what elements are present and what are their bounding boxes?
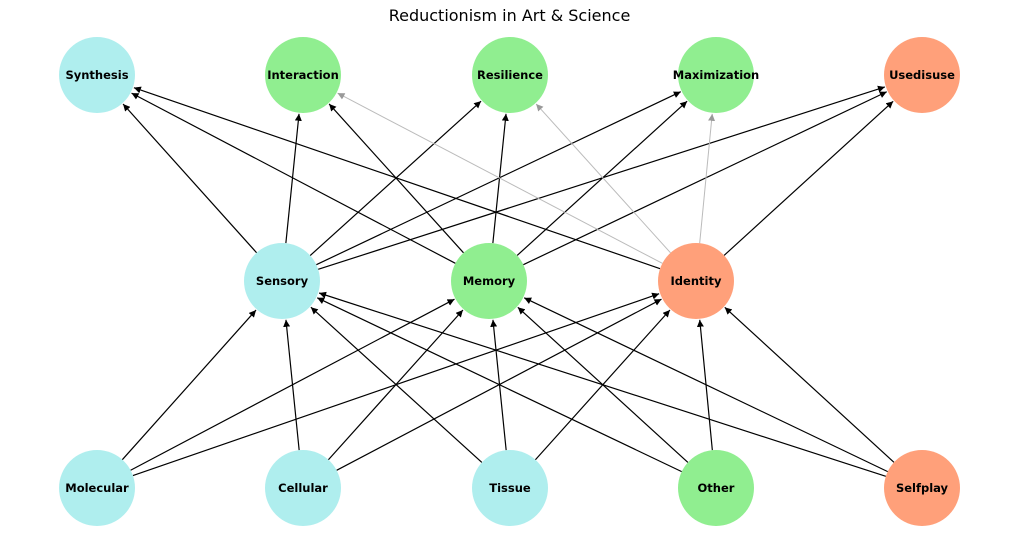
node-maximization: Maximization [673, 37, 759, 113]
edge-memory-to-usedisuse [523, 91, 888, 266]
edge-identity-to-usedisuse [723, 100, 894, 256]
node-label-sensory: Sensory [256, 274, 309, 288]
edge-other-to-sensory [316, 297, 682, 473]
node-molecular: Molecular [59, 450, 135, 526]
edge-molecular-to-sensory [121, 309, 257, 461]
node-circle-usedisuse [884, 37, 960, 113]
node-label-tissue: Tissue [489, 481, 531, 495]
edge-identity-to-maximization [699, 113, 716, 244]
node-label-resilience: Resilience [477, 68, 543, 82]
node-label-maximization: Maximization [673, 68, 759, 82]
edge-sensory-to-interaction [285, 113, 302, 244]
node-sensory: Sensory [244, 243, 320, 319]
node-label-identity: Identity [671, 274, 722, 288]
edge-identity-to-interaction [337, 92, 663, 264]
node-selfplay: Selfplay [884, 450, 960, 526]
node-label-synthesis: Synthesis [65, 68, 128, 82]
node-resilience: Resilience [472, 37, 548, 113]
edge-memory-to-synthesis [131, 92, 456, 264]
node-circle-tissue [472, 450, 548, 526]
edge-selfplay-to-identity [724, 306, 895, 463]
node-label-usedisuse: Usedisuse [889, 68, 955, 82]
edge-selfplay-to-sensory [318, 291, 887, 477]
node-label-memory: Memory [463, 274, 516, 288]
node-cellular: Cellular [265, 450, 341, 526]
edges-layer [121, 85, 895, 477]
nodes-layer: Synthesis Interaction Resilience Maximizati… [59, 37, 960, 526]
node-synthesis: Synthesis [59, 37, 135, 113]
node-circle-memory [451, 243, 527, 319]
edge-identity-to-resilience [535, 103, 671, 254]
edge-identity-to-synthesis [133, 86, 661, 270]
node-circle-selfplay [884, 450, 960, 526]
node-tissue: Tissue [472, 450, 548, 526]
edge-sensory-to-synthesis [122, 103, 258, 254]
node-label-interaction: Interaction [267, 68, 339, 82]
node-circle-cellular [265, 450, 341, 526]
node-label-selfplay: Selfplay [896, 481, 949, 495]
node-interaction: Interaction [265, 37, 341, 113]
node-circle-sensory [244, 243, 320, 319]
node-circle-identity [658, 243, 734, 319]
node-identity: Identity [658, 243, 734, 319]
node-circle-interaction [265, 37, 341, 113]
node-usedisuse: Usedisuse [884, 37, 960, 113]
node-circle-molecular [59, 450, 135, 526]
node-label-cellular: Cellular [278, 481, 328, 495]
edge-tissue-to-sensory [310, 306, 483, 463]
node-circle-resilience [472, 37, 548, 113]
node-other: Other [678, 450, 754, 526]
node-label-molecular: Molecular [65, 481, 129, 495]
node-circle-other [678, 450, 754, 526]
node-memory: Memory [451, 243, 527, 319]
node-circle-synthesis [59, 37, 135, 113]
edge-selfplay-to-memory [523, 297, 888, 473]
diagram-title: Reductionism in Art & Science [388, 6, 631, 25]
edge-cellular-to-sensory [283, 319, 300, 451]
node-label-other: Other [698, 481, 735, 495]
node-circle-maximization [678, 37, 754, 113]
edge-sensory-to-maximization [316, 91, 682, 266]
